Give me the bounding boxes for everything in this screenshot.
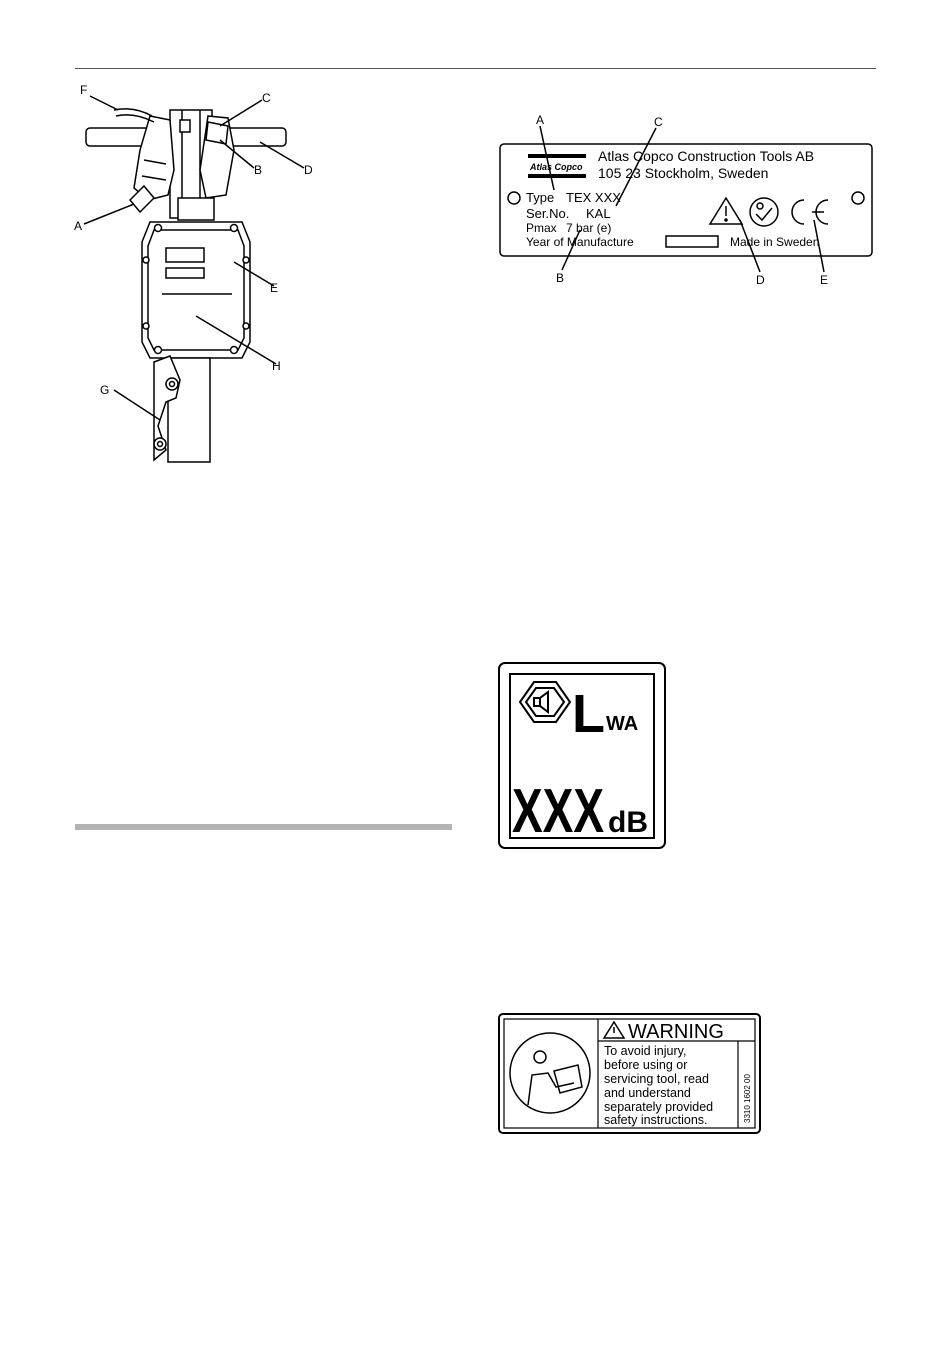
plate-hole-left [507,191,521,205]
l-letter: L [572,684,605,744]
callout-e: E [270,281,278,295]
made-in: Made in Sweden [730,235,819,249]
plate-outline [499,143,873,257]
noise-level-label: L WA XXX dB [498,662,666,849]
plate-callout-c: C [654,115,663,129]
breaker-illustration: F C B D A E H G [74,83,313,463]
plate-callout-b: B [556,271,564,285]
pmax-label: Pmax [526,221,557,235]
ce-mark-c [791,199,805,225]
rating-plate: Atlas Copco Atlas Copco Construction Too… [499,113,873,287]
callout-c: C [262,91,271,105]
pmax-value: 7 bar (e) [566,221,611,235]
plate-callout-e: E [820,273,828,287]
callout-g: G [100,383,109,397]
header-rule [75,68,876,69]
serial-value: KAL [586,206,611,221]
warning-line: servicing tool, read [604,1072,709,1086]
ce-mark-e [812,199,829,225]
company-name: Atlas Copco Construction Tools AB [598,148,814,164]
part-number: 3310 1602 00 [743,1074,752,1123]
warning-line: separately provided [604,1100,713,1114]
type-label: Type [526,190,554,205]
read-manual-icon [749,197,779,227]
air-inlet [113,108,155,123]
warning-triangle-icon [602,1020,626,1039]
main-housing [141,221,251,359]
warning-line: before using or [604,1058,687,1072]
year-label: Year of Manufacture [526,235,634,249]
atlas-copco-logo: Atlas Copco [528,154,586,178]
serial-label: Ser.No. [526,206,569,221]
warning-decal: WARNING To avoid injury, before using or… [498,1013,761,1134]
sound-speaker-icon [518,681,572,723]
company-address: 105 23 Stockholm, Sweden [598,165,768,181]
noise-value: XXX [512,777,604,846]
svg-text:Atlas Copco: Atlas Copco [529,162,583,172]
section-divider-bar [75,824,452,830]
warning-title: WARNING [628,1021,724,1043]
throttle-lever [128,184,156,214]
plate-callout-d: D [756,273,765,287]
warning-line: and understand [604,1086,691,1100]
callout-b: B [254,163,262,177]
plate-callout-a: A [536,113,544,127]
warning-triangle-icon [708,196,744,225]
callout-d: D [304,163,313,177]
warning-line: safety instructions. [604,1113,708,1127]
l-subscript: WA [606,713,638,735]
plate-hole-right [851,191,865,205]
warning-line: To avoid injury, [604,1044,686,1058]
callout-a: A [74,219,82,233]
callout-f: F [80,83,87,97]
read-manual-icon [509,1032,591,1114]
callout-h: H [272,359,281,373]
type-value: TEX XXX [566,190,621,205]
noise-unit: dB [608,806,648,839]
